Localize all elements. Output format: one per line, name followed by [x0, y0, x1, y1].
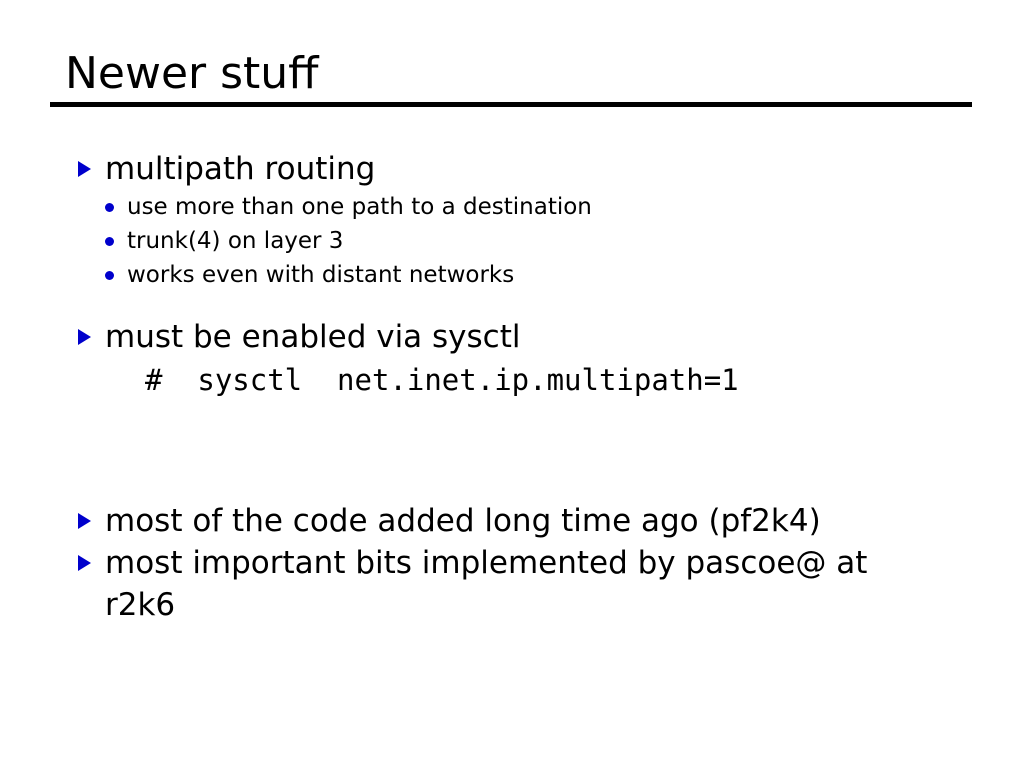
bullet-label: most important bits implemented by pasco…	[105, 545, 868, 581]
bullet-label: must be enabled via sysctl	[105, 319, 521, 355]
list-item-label: trunk(4) on layer 3	[127, 228, 344, 254]
list-item: works even with distant networks	[78, 258, 978, 292]
spacer	[78, 402, 978, 500]
list-item-label: use more than one path to a destination	[127, 194, 592, 220]
list-item: use more than one path to a destination	[78, 190, 978, 224]
list-item-label: works even with distant networks	[127, 262, 515, 288]
triangle-right-icon	[78, 329, 91, 345]
triangle-right-icon	[78, 513, 91, 529]
bullet-label: most of the code added long time ago (pf…	[105, 503, 821, 539]
sysctl-command: # sysctl net.inet.ip.multipath=1	[145, 363, 739, 397]
bullet-must-be-enabled-via-sysctl: must be enabled via sysctl	[78, 316, 978, 358]
bullet-dot-icon	[105, 203, 114, 212]
bullet-code-added-long-time-ago: most of the code added long time ago (pf…	[78, 500, 978, 542]
triangle-right-icon	[78, 555, 91, 571]
sub-list-multipath: use more than one path to a destination …	[78, 190, 978, 292]
bullet-implemented-by-pascoe: most important bits implemented by pasco…	[78, 542, 978, 584]
title-block: Newer stuff	[50, 48, 972, 107]
bullet-dot-icon	[105, 271, 114, 280]
page-title: Newer stuff	[65, 48, 319, 99]
bullet-label: multipath routing	[105, 151, 376, 187]
slide-body: multipath routing use more than one path…	[78, 148, 978, 626]
bullet-implemented-by-pascoe-continuation: r2k6	[105, 587, 176, 623]
bullet-multipath-routing: multipath routing	[78, 148, 978, 190]
list-item: trunk(4) on layer 3	[78, 224, 978, 258]
bullet-dot-icon	[105, 237, 114, 246]
title-divider	[50, 102, 972, 107]
spacer	[78, 292, 978, 316]
triangle-right-icon	[78, 161, 91, 177]
